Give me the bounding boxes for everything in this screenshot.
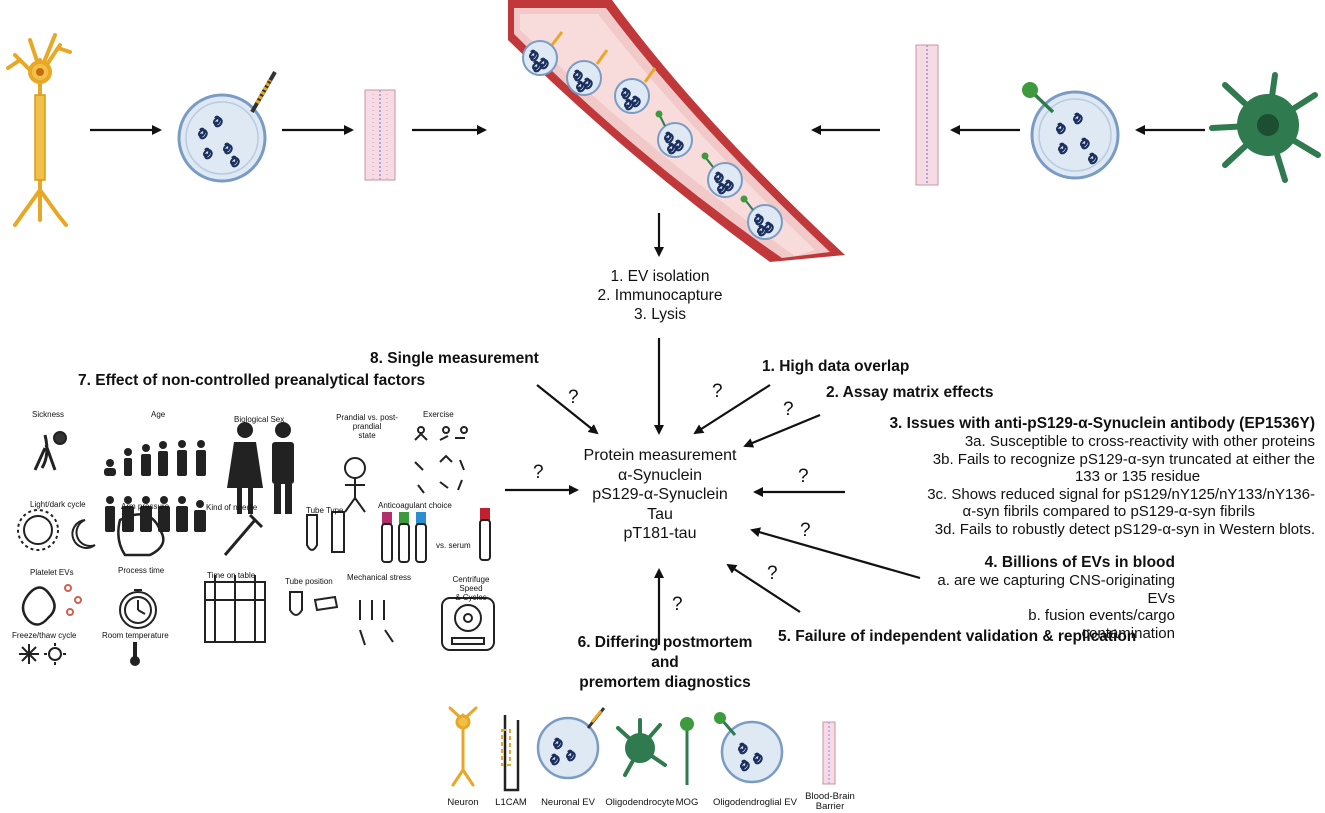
issue-8-single-measurement: 8. Single measurement bbox=[370, 350, 539, 367]
oligodendrocyte-illustration bbox=[1209, 72, 1321, 183]
issue-6-line2: premortem diagnostics bbox=[579, 674, 751, 691]
factor-age: Age bbox=[151, 410, 166, 419]
factor-mechanical-stress: Mechanical stress bbox=[347, 573, 412, 582]
factor-prandial-line2: state bbox=[358, 431, 376, 440]
issue-4-title: 4. Billions of EVs in blood bbox=[984, 554, 1175, 571]
issue-6-block: 6. Differing postmortem and premortem di… bbox=[575, 633, 755, 693]
factor-platelet-evs: Platelet EVs bbox=[30, 568, 74, 577]
factor-centrifuge: Centrifuge Speed & Cycles bbox=[441, 575, 501, 602]
factor-tube-position: Tube position bbox=[285, 577, 333, 586]
factor-tube-type: Tube Type bbox=[306, 506, 344, 515]
factor-room-temperature: Room temperature bbox=[102, 631, 169, 640]
issue-6-line1: 6. Differing postmortem and bbox=[577, 634, 753, 671]
question-mark: ? bbox=[798, 466, 809, 487]
factor-freeze-thaw: Freeze/thaw cycle bbox=[12, 631, 77, 640]
question-mark: ? bbox=[783, 399, 794, 420]
factor-exercise: Exercise bbox=[423, 410, 454, 419]
factor-arm-pressure: Arm pressure bbox=[121, 502, 170, 511]
analyte-alpha-synuclein: α-Synuclein bbox=[618, 466, 702, 484]
blood-vessel-illustration bbox=[508, 0, 845, 262]
legend-label-l1cam: L1CAM bbox=[495, 797, 527, 808]
question-mark: ? bbox=[712, 381, 723, 402]
arrow bbox=[693, 384, 771, 435]
analyte-ps129-alpha-synuclein: pS129-α-Synuclein bbox=[592, 486, 728, 503]
blood-brain-barrier-right bbox=[915, 44, 939, 186]
issue-7-preanalytical-factors: 7. Effect of non-controlled preanalytica… bbox=[78, 372, 426, 389]
neuron-illustration-left bbox=[6, 33, 72, 227]
legend-label-bbb: Blood-Brain Barrier bbox=[800, 792, 860, 812]
issue-3-antibody-block: 3. Issues with anti-pS129-α-Synuclein an… bbox=[760, 415, 1315, 538]
factor-process-time: Process time bbox=[118, 566, 165, 575]
protein-measurement-title: Protein measurement bbox=[583, 447, 737, 464]
factor-prandial-line1: Prandial vs. post-prandial bbox=[336, 413, 398, 431]
legend-label-bbb-line2: Barrier bbox=[815, 801, 845, 812]
step-immunocapture: 2. Immunocapture bbox=[597, 287, 723, 304]
question-mark: ? bbox=[767, 563, 778, 584]
issue-4b: b. fusion events/cargo contamination bbox=[1028, 607, 1175, 642]
legend-label-oligodendroglial-ev: Oligodendroglial EV bbox=[713, 797, 797, 808]
question-mark: ? bbox=[800, 520, 811, 541]
legend-label-oligodendrocyte: Oligodendrocyte bbox=[605, 797, 675, 808]
issue-3c-line2: α-syn fibrils compared to pS129-α-syn fi… bbox=[962, 503, 1255, 520]
step-ev-isolation: 1. EV isolation bbox=[610, 268, 710, 285]
factor-prandial: Prandial vs. post-prandial state bbox=[322, 413, 412, 440]
factor-sickness: Sickness bbox=[32, 410, 65, 419]
preanalytical-factor-illustrations bbox=[17, 422, 495, 666]
issue-3a: 3a. Susceptible to cross-reactivity with… bbox=[964, 433, 1315, 450]
arrow bbox=[726, 563, 801, 613]
analyte-pt181-tau: pT181-tau bbox=[623, 525, 697, 542]
issue-4-block: 4. Billions of EVs in blood a. are we ca… bbox=[935, 554, 1175, 642]
arrow bbox=[743, 413, 821, 448]
issue-4a: a. are we capturing CNS-originating EVs bbox=[937, 572, 1175, 607]
legend-label-bbb-line1: Blood-Brain bbox=[805, 791, 855, 802]
factor-kind-of-needle: Kind of needle bbox=[206, 503, 258, 512]
issue-3-title: 3. Issues with anti-pS129-α-Synuclein an… bbox=[889, 415, 1315, 432]
legend-label-neuron: Neuron bbox=[447, 797, 479, 808]
blood-brain-barrier-left bbox=[364, 89, 396, 181]
factor-time-on-table: Time on table bbox=[207, 571, 256, 580]
issue-2-assay-matrix-effects: 2. Assay matrix effects bbox=[826, 384, 994, 401]
question-mark: ? bbox=[672, 594, 683, 615]
protein-measurement-box: Protein measurement α-Synuclein pS129-α-… bbox=[560, 446, 760, 544]
arrow bbox=[536, 384, 599, 435]
step-lysis: 3. Lysis bbox=[634, 306, 686, 323]
factor-vs-serum: vs. serum bbox=[436, 541, 471, 550]
factor-biological-sex: Biological Sex bbox=[234, 415, 285, 424]
factor-centrifuge-line2: & Cycles bbox=[455, 593, 487, 602]
factor-centrifuge-line1: Centrifuge Speed bbox=[452, 575, 490, 593]
neuronal-ev-illustration bbox=[177, 71, 277, 183]
analyte-tau: Tau bbox=[647, 505, 673, 523]
issue-3b-line1: 3b. Fails to recognize pS129-α-syn trunc… bbox=[932, 450, 1315, 468]
issue-3b-line2: 133 or 135 residue bbox=[1074, 468, 1201, 485]
factor-light-dark-cycle: Light/dark cycle bbox=[30, 500, 86, 509]
issue-5-validation: 5. Failure of independent validation & r… bbox=[778, 628, 1137, 645]
legend-label-neuronal-ev: Neuronal EV bbox=[541, 797, 595, 808]
process-steps: 1. EV isolation 2. Immunocapture 3. Lysi… bbox=[560, 267, 760, 324]
issue-3d: 3d. Fails to robustly detect pS129-α-syn… bbox=[934, 520, 1315, 538]
issue-1-high-data-overlap: 1. High data overlap bbox=[762, 358, 910, 375]
factor-anticoagulant: Anticoagulant choice bbox=[378, 501, 452, 510]
legend-label-mog: MOG bbox=[675, 797, 699, 808]
oligodendroglial-ev-illustration bbox=[1022, 82, 1120, 180]
question-mark: ? bbox=[568, 387, 579, 408]
legend-icons bbox=[448, 706, 836, 792]
question-mark: ? bbox=[533, 462, 544, 483]
issue-3c-line1: 3c. Shows reduced signal for pS129/nY125… bbox=[927, 485, 1315, 503]
arrow bbox=[750, 527, 921, 580]
